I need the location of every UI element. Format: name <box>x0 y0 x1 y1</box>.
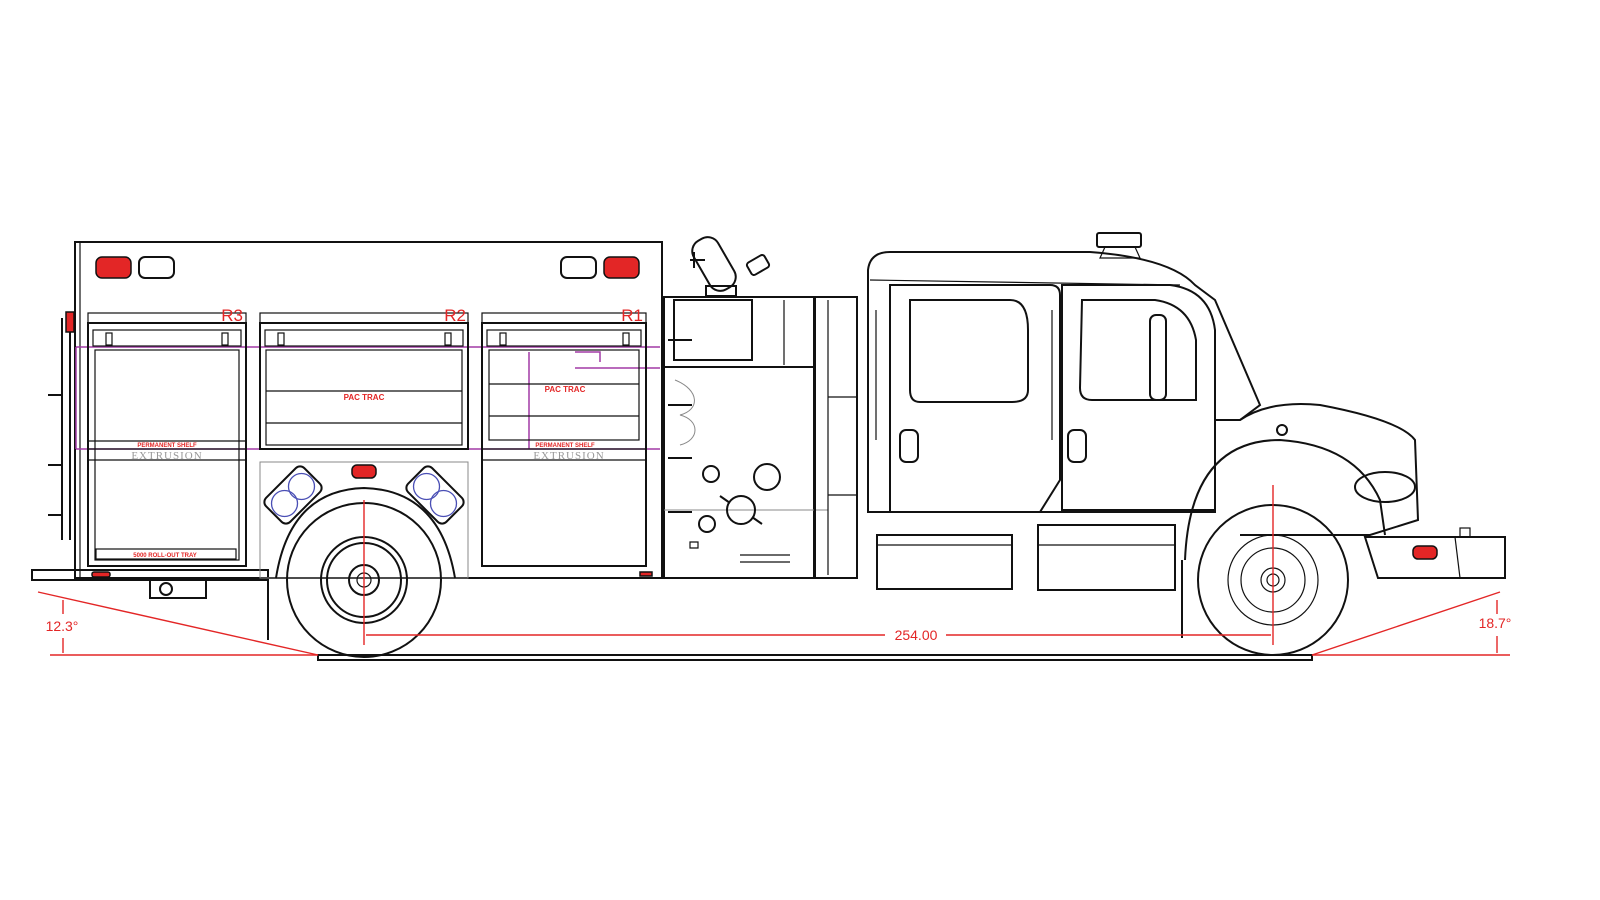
extrusion-label: EXTRUSION <box>131 450 202 462</box>
permanent-shelf-label: PERMANENT SHELF <box>137 443 197 449</box>
roll-out-tray-label: 5000 ROLL-OUT TRAY <box>133 553 196 559</box>
ground-line <box>317 654 1313 661</box>
compartment-label-r3: R3 <box>221 306 243 325</box>
pump-intake[interactable] <box>753 463 781 491</box>
rear-crew-door[interactable] <box>889 284 1061 513</box>
pac-trac-label: PAC TRAC <box>344 393 385 402</box>
door-handle[interactable] <box>1067 429 1087 463</box>
cab-step <box>876 534 1013 590</box>
deck-gun-monitor-icon[interactable] <box>688 233 771 297</box>
tow-hitch <box>149 580 207 599</box>
wheel-well-panel <box>259 461 469 579</box>
scene-light-right <box>560 256 597 279</box>
compartment-r1[interactable]: R1 PAC TRAC PERMANENT SHELF EXTRUSION <box>481 306 653 577</box>
hood <box>1184 403 1420 561</box>
compartment-r3[interactable]: R3 PERMANENT SHELF EXTRUSION 5000 ROLL-O… <box>87 306 247 567</box>
pump-panel <box>663 233 828 579</box>
compartment-r2[interactable]: R2 PAC TRAC <box>259 306 469 450</box>
front-door-window <box>1078 299 1197 401</box>
pac-trac-label: PAC TRAC <box>545 385 586 394</box>
rear-scene-light-left <box>138 256 175 279</box>
discharge-cap[interactable] <box>726 495 756 525</box>
compartment-label-r2: R2 <box>444 306 466 325</box>
front-marker-light <box>1412 545 1438 560</box>
rear-ladder <box>48 318 71 540</box>
rear-warning-light-left <box>95 256 132 279</box>
dimension-lines: 12.3° 254.00 18.7° <box>37 485 1512 656</box>
rear-wheel <box>275 486 456 658</box>
departure-angle-label: 12.3° <box>46 618 79 634</box>
side-marker-light <box>351 464 377 479</box>
warning-light-right <box>603 256 640 279</box>
extrusion-label: EXTRUSION <box>533 450 604 462</box>
approach-angle-label: 18.7° <box>1479 615 1512 631</box>
wheelbase-dimension-label: 254.00 <box>895 627 938 643</box>
compartment-label-r1: R1 <box>621 306 643 325</box>
fuel-tank <box>1037 524 1176 591</box>
front-cab-door[interactable] <box>1061 284 1216 511</box>
side-panel <box>814 296 858 579</box>
rear-door-window <box>909 299 1029 403</box>
light-bar <box>1096 232 1142 248</box>
side-mirror <box>1149 314 1167 401</box>
front-bumper <box>1363 527 1506 579</box>
door-handle[interactable] <box>899 429 919 463</box>
crew-cab <box>867 232 1262 513</box>
permanent-shelf-label: PERMANENT SHELF <box>535 443 595 449</box>
